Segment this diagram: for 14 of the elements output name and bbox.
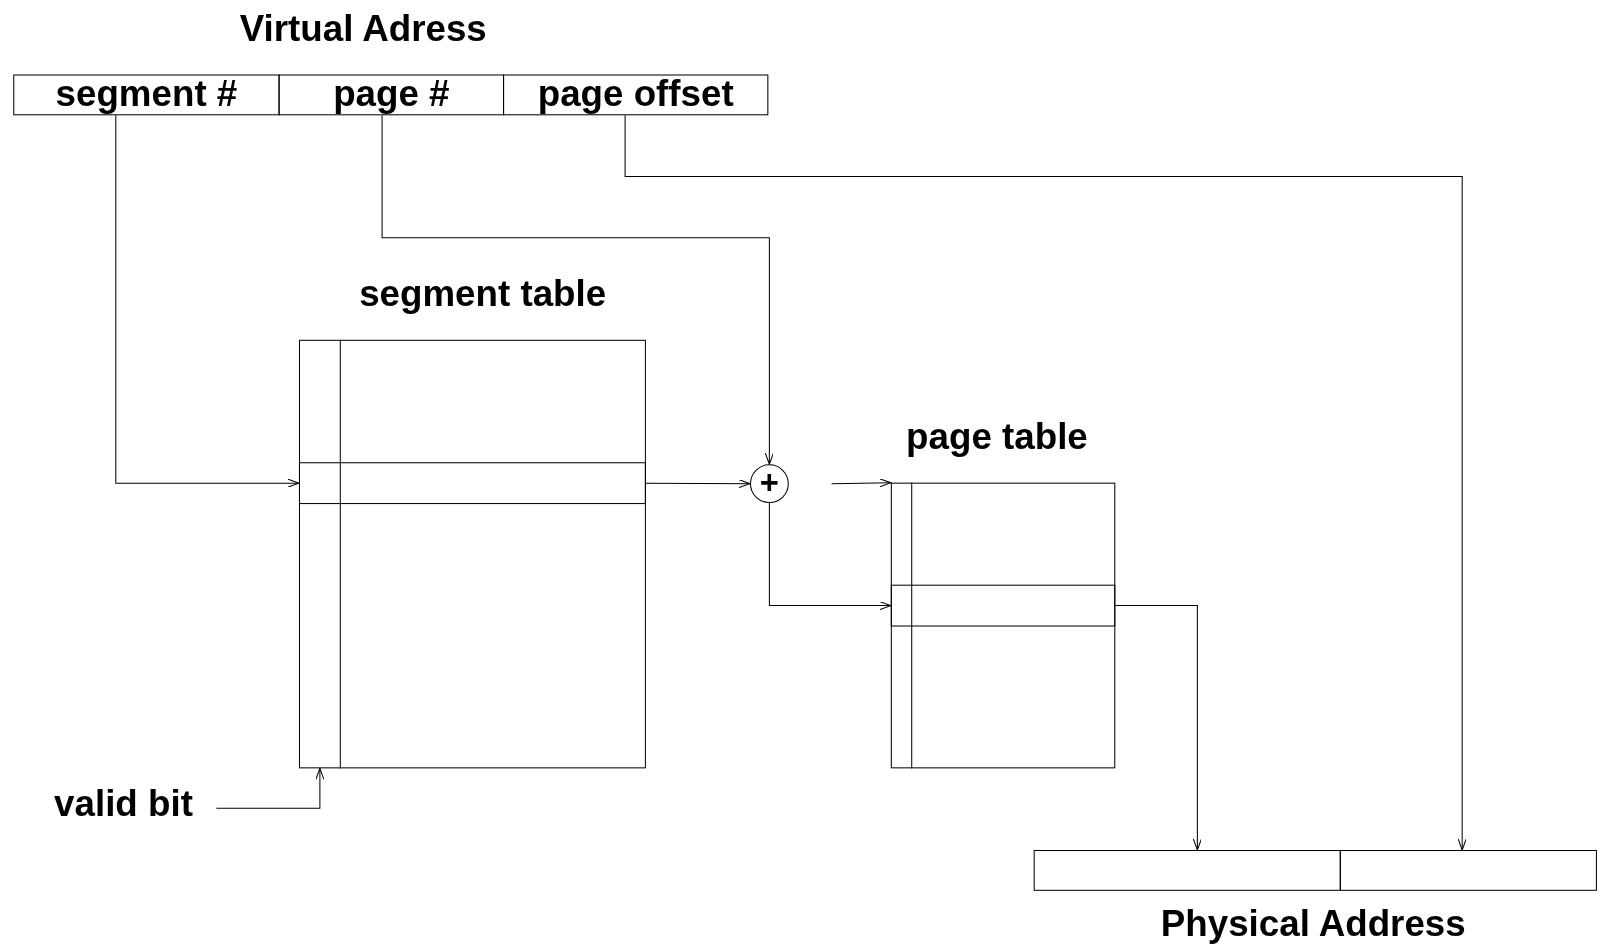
leader-line (215, 767, 325, 809)
arrow (624, 114, 1467, 851)
heading: segment table (359, 273, 607, 315)
arrow (1114, 605, 1202, 851)
heading: Virtual Adress (239, 8, 487, 49)
arrow (645, 479, 751, 489)
heading: Physical Address (1160, 903, 1466, 944)
callout-label: valid bit (54, 783, 193, 825)
heading: page table (906, 416, 1088, 458)
arrow (381, 114, 774, 465)
arrow (768, 502, 892, 611)
arrow (115, 114, 300, 488)
adder-circle: + (750, 464, 789, 504)
arrow (831, 478, 892, 488)
